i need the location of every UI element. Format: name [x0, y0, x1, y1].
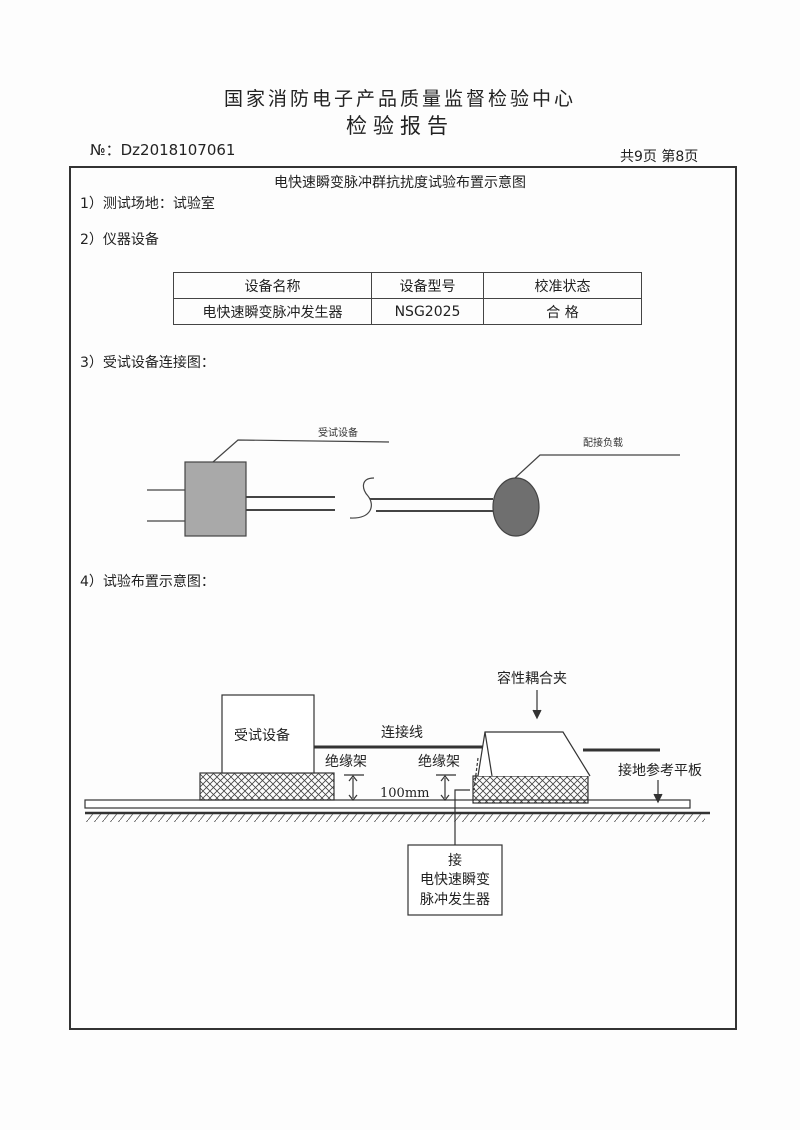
break-symbol — [349, 477, 375, 519]
load-circle — [492, 477, 540, 537]
cable-label: 连接线 — [381, 724, 423, 741]
ground-plane-label: 接地参考平板 — [618, 762, 702, 779]
section-title: 电快速瞬变脉冲群抗扰度试验布置示意图 — [274, 175, 526, 191]
eut-text: 受试设备 — [234, 727, 290, 744]
insulator-label-1: 绝缘架 — [325, 754, 367, 770]
table-header-row: 设备名称 设备型号 校准状态 — [173, 272, 642, 299]
table-row: 电快速瞬变脉冲发生器 NSG2025 合 格 — [173, 298, 642, 325]
header-cell: 设备名称 — [173, 272, 372, 299]
org-name: 国家消防电子产品质量监督检验中心 — [223, 88, 576, 110]
layout-heading: 4）试验布置示意图： — [80, 574, 215, 590]
eut-insulator — [199, 772, 335, 801]
ground-plane — [84, 799, 691, 809]
page-count: 共9页 第8页 — [620, 149, 699, 165]
report-title: 检验报告 — [346, 114, 454, 138]
height-label: 100mm — [380, 786, 429, 801]
generator-line-3: 脉冲发生器 — [420, 892, 490, 908]
eut-label: 受试设备 — [318, 426, 358, 439]
layout-diagram — [84, 690, 710, 916]
equipment-heading: 2）仪器设备 — [80, 232, 159, 248]
header-cell: 校准状态 — [483, 272, 642, 299]
eut-box — [184, 461, 247, 537]
report-number: №：Dz2018107061 — [90, 141, 236, 159]
table-cell: 合 格 — [483, 298, 642, 325]
coupling-clamp — [477, 731, 591, 777]
test-site: 1）测试场地：试验室 — [80, 196, 215, 212]
connection-heading: 3）受试设备连接图： — [80, 355, 215, 371]
equipment-table: 设备名称 设备型号 校准状态 电快速瞬变脉冲发生器 NSG2025 合 格 — [173, 272, 642, 325]
content-frame — [69, 166, 737, 1030]
generator-box — [407, 844, 503, 916]
header-cell: 设备型号 — [371, 272, 484, 299]
generator-line-2: 电快速瞬变 — [420, 872, 490, 888]
insulator-label-2: 绝缘架 — [418, 754, 460, 770]
load-label: 配接负载 — [583, 436, 623, 449]
connection-diagram — [147, 439, 680, 537]
eut-box — [221, 694, 315, 774]
clamp-insulator — [472, 775, 589, 804]
generator-line-1: 接 — [448, 852, 462, 869]
table-cell: 电快速瞬变脉冲发生器 — [173, 298, 372, 325]
clamp-label: 容性耦合夹 — [497, 670, 567, 687]
